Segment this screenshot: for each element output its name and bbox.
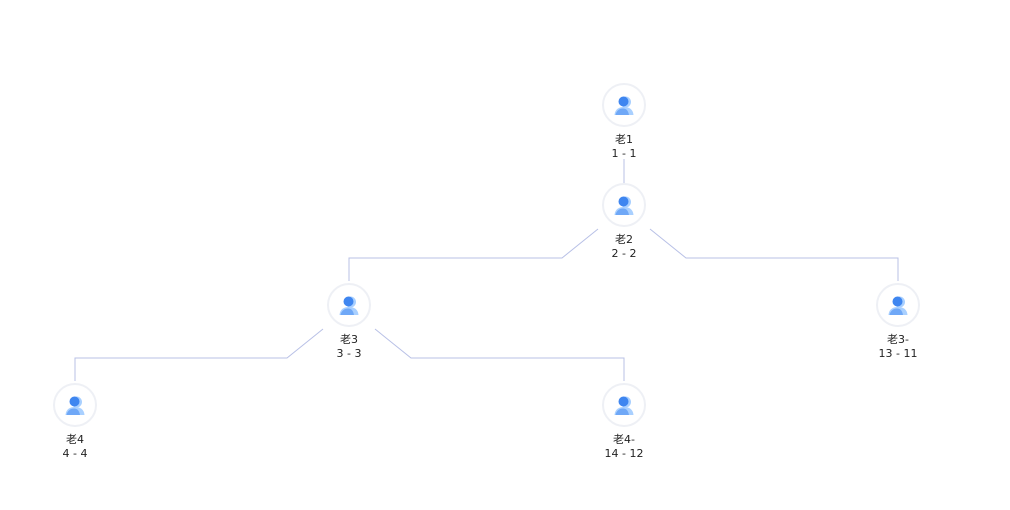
user-avatar-graphic [614, 396, 634, 415]
node-range: 1 - 1 [611, 147, 637, 160]
node-range: 13 - 11 [878, 347, 918, 360]
tree-edge [374, 328, 625, 381]
tree-node[interactable]: 老4-14 - 12 [584, 383, 664, 461]
user-avatar-icon [602, 83, 646, 127]
tree-edge [74, 328, 324, 381]
user-avatar-graphic [65, 396, 85, 415]
tree-edge [649, 228, 899, 281]
user-avatar-graphic [339, 296, 359, 315]
user-avatar-icon [602, 383, 646, 427]
node-range: 3 - 3 [336, 347, 362, 360]
node-name: 老3- [887, 333, 909, 346]
tree-edge [348, 228, 599, 281]
node-name: 老4 [66, 433, 84, 446]
user-avatar-graphic [614, 96, 634, 115]
node-name: 老4- [613, 433, 635, 446]
user-avatar-icon [53, 383, 97, 427]
node-range: 14 - 12 [604, 447, 644, 460]
node-name: 老3 [340, 333, 358, 346]
node-range: 2 - 2 [611, 247, 637, 260]
tree-node[interactable]: 老3-13 - 11 [858, 283, 938, 361]
node-range: 4 - 4 [62, 447, 88, 460]
node-name: 老1 [615, 133, 633, 146]
node-name: 老2 [615, 233, 633, 246]
user-avatar-icon [876, 283, 920, 327]
user-avatar-graphic [888, 296, 908, 315]
user-avatar-icon [602, 183, 646, 227]
user-avatar-graphic [614, 196, 634, 215]
user-avatar-icon [327, 283, 371, 327]
